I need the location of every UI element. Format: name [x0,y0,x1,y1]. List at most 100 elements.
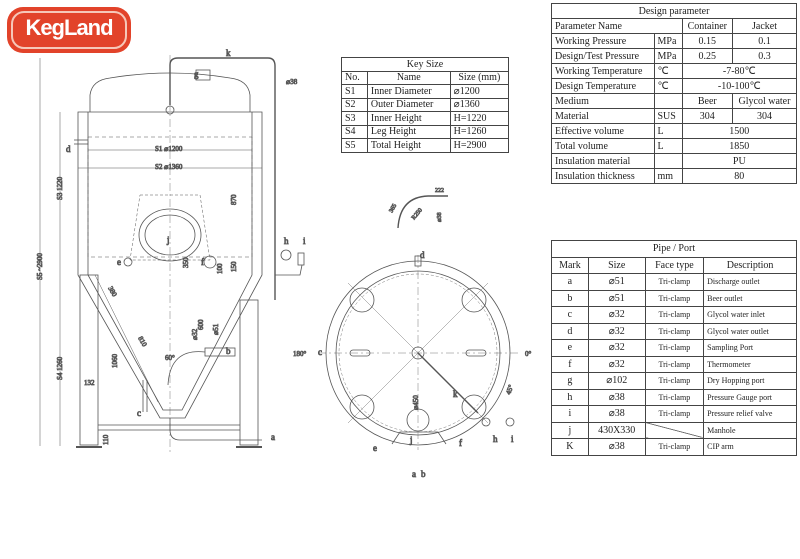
param-name: Effective volume [551,123,655,139]
param-unit [653,93,683,109]
key-no: S5 [341,138,368,153]
key-name: Total Height [366,138,451,153]
dim-132: 132 [84,379,95,387]
top-label-k: k [453,389,458,399]
table-title: Design parameter [551,3,797,19]
top-label-e: e [373,443,377,453]
top-label-j: j [409,435,413,445]
port-desc: Manhole [703,421,797,439]
param-name: Medium [551,93,655,109]
port-size: ⌀38 [587,388,646,406]
port-desc: Sampling Port [703,339,797,357]
key-name: Leg Height [366,124,451,139]
label-a: a [271,432,275,442]
port-size: ⌀32 [587,322,646,340]
key-name: Inner Diameter [366,84,451,99]
port-desc: Discharge outlet [703,273,797,291]
port-face [644,421,705,439]
port-size: ⌀51 [587,273,646,291]
dim-s4: S4 1260 [56,356,64,380]
label-g: g [194,69,199,79]
param-name: Working Temperature [551,63,655,79]
angle-0: 0° [525,350,532,358]
dim-380: 380 [106,285,118,299]
top-label-h: h [493,434,498,444]
port-size: ⌀51 [587,289,646,307]
dim-d38: ⌀38 [286,78,298,86]
elbow-radius: R250 [411,207,424,221]
port-mark: c [551,306,589,324]
port-face: Tri-clamp [644,372,705,390]
dim-d32: ⌀32 [191,328,199,340]
label-k: k [226,48,231,58]
port-face: Tri-clamp [644,355,705,373]
header-desc: Description [703,256,797,274]
key-no: S2 [341,97,368,112]
port-desc: Thermometer [703,355,797,373]
param-unit [653,153,683,169]
top-label-a: a [412,469,416,479]
param-name: Design Temperature [551,78,655,94]
header-mark: Mark [551,256,589,274]
angle-180: 180° [293,350,307,358]
port-desc: CIP arm [703,438,797,456]
param-jacket: 0.3 [732,48,797,64]
kegland-logo: KegLand [7,7,131,53]
key-name: Inner Height [366,111,451,126]
param-value: PU [681,153,798,169]
label-c: c [137,408,141,418]
header-name: Name [366,70,451,85]
table-title: Key Size [341,57,509,72]
table-title: Pipe / Port [551,240,797,258]
dim-s3: S3 1220 [56,176,64,200]
port-face: Tri-clamp [644,273,705,291]
label-e: e [117,257,121,267]
param-unit: L [653,123,683,139]
param-name: Working Pressure [551,33,655,49]
dim-1060: 1060 [111,354,119,369]
port-face: Tri-clamp [644,388,705,406]
key-size: ⌀1360 [449,97,510,112]
port-face: Tri-clamp [644,339,705,357]
param-unit: SUS [653,108,683,124]
port-size: ⌀32 [587,306,646,324]
key-no: S4 [341,124,368,139]
port-size: ⌀32 [587,339,646,357]
header-size: Size (mm) [449,70,510,85]
port-desc: Pressure relief valve [703,405,797,423]
elbow-diameter: ⌀38 [437,212,443,222]
header-jacket: Jacket [732,18,797,34]
port-desc: Beer outlet [703,289,797,307]
port-mark: d [551,322,589,340]
param-name: Insulation thickness [551,168,655,184]
header-container: Container [681,18,734,34]
port-mark: j [551,421,589,439]
port-desc: Glycol water outlet [703,322,797,340]
dim-angle: 60° [165,354,175,362]
dim-s5: S5 ~2900 [36,253,44,280]
label-b: b [226,346,231,356]
port-mark: g [551,372,589,390]
param-name: Design/Test Pressure [551,48,655,64]
top-label-b: b [421,469,426,479]
param-unit: MPa [653,33,683,49]
label-d: d [66,144,71,154]
param-jacket: 304 [732,108,797,124]
port-mark: b [551,289,589,307]
param-value: 80 [681,168,798,184]
